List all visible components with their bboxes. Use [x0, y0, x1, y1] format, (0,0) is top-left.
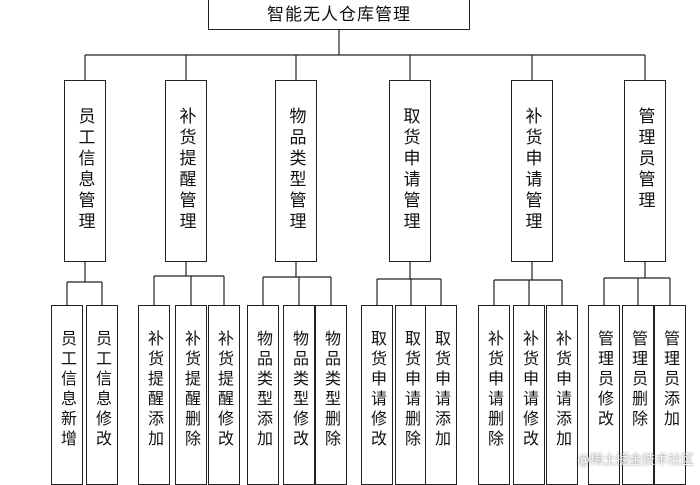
submodule-node-label: 取货申请修改 [368, 330, 387, 450]
submodule-node: 补货提醒添加 [138, 305, 170, 485]
submodule-node: 补货提醒修改 [208, 305, 240, 485]
module-node-label: 补货提醒管理 [175, 107, 196, 233]
submodule-node-label: 物品类型添加 [254, 330, 273, 450]
submodule-node-label: 补货申请删除 [485, 330, 504, 450]
submodule-node: 补货申请添加 [546, 305, 578, 485]
submodule-node: 取货申请修改 [361, 305, 393, 485]
submodule-node-label: 物品类型删除 [322, 330, 341, 450]
submodule-node-label: 员工信息新增 [58, 330, 77, 450]
submodule-node: 员工信息新增 [51, 305, 83, 485]
module-node-label: 取货申请管理 [399, 107, 420, 233]
module-node-label: 物品类型管理 [285, 107, 306, 233]
submodule-node-label: 取货申请添加 [432, 330, 451, 450]
submodule-node: 取货申请删除 [395, 305, 427, 485]
submodule-node: 取货申请添加 [425, 305, 457, 485]
module-node-label: 员工信息管理 [74, 107, 95, 233]
submodule-node-label: 补货提醒添加 [145, 330, 164, 450]
module-node: 补货申请管理 [511, 80, 553, 262]
submodule-node-label: 取货申请删除 [402, 330, 421, 450]
submodule-node-label: 管理员添加 [661, 330, 680, 430]
module-node: 员工信息管理 [64, 80, 106, 262]
module-node-label: 管理员管理 [634, 107, 655, 212]
submodule-node-label: 补货申请添加 [553, 330, 572, 450]
submodule-node: 物品类型添加 [247, 305, 279, 485]
root-node: 智能无人仓库管理 [208, 0, 470, 30]
module-node: 取货申请管理 [389, 80, 431, 262]
module-hierarchy-diagram: 智能无人仓库管理 员工信息管理员工信息新增员工信息修改补货提醒管理补货提醒添加补… [51, 0, 686, 485]
submodule-node-label: 管理员删除 [629, 330, 648, 430]
submodule-node: 补货提醒删除 [175, 305, 207, 485]
module-node: 管理员管理 [624, 80, 666, 262]
submodule-node: 补货申请修改 [513, 305, 545, 485]
submodule-node: 补货申请删除 [478, 305, 510, 485]
module-node-label: 补货申请管理 [521, 107, 542, 233]
submodule-node-label: 员工信息修改 [93, 330, 112, 450]
submodule-node: 物品类型删除 [315, 305, 347, 485]
submodule-node-label: 管理员修改 [595, 330, 614, 430]
submodule-node-label: 补货提醒修改 [215, 330, 234, 450]
submodule-node-label: 补货申请修改 [520, 330, 539, 450]
connector-lines [66, 30, 671, 305]
submodule-node: 管理员添加 [654, 305, 686, 485]
submodule-node-label: 物品类型修改 [290, 330, 309, 450]
submodule-node: 物品类型修改 [283, 305, 315, 485]
root-label: 智能无人仓库管理 [267, 4, 411, 25]
watermark: @稀土掘金技术社区 [576, 453, 694, 468]
module-node: 补货提醒管理 [165, 80, 207, 262]
submodule-node-label: 补货提醒删除 [182, 330, 201, 450]
submodule-node: 员工信息修改 [86, 305, 118, 485]
module-node: 物品类型管理 [275, 80, 317, 262]
submodule-node: 管理员修改 [588, 305, 620, 485]
